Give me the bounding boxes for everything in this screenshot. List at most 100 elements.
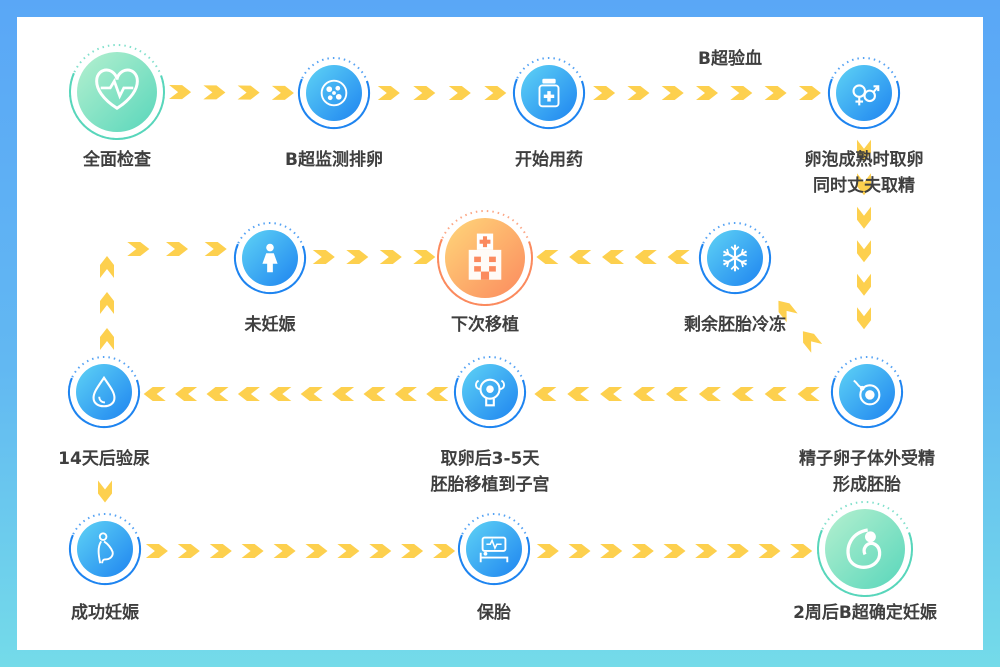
- step-label-line: 开始用药: [515, 150, 583, 170]
- chevron-arrow-2: [237, 85, 260, 100]
- chevron-arrow-63: [305, 544, 328, 558]
- step-label-line: 2周后B超确定妊娠: [793, 603, 937, 623]
- step-label-freeze-embryos: 剩余胚胎冷冻: [684, 312, 786, 338]
- chevron-arrow-33: [569, 250, 592, 264]
- chevron-arrow-1: [203, 85, 226, 100]
- step-node-retrieve-eggs-sperm: [828, 57, 900, 129]
- node-ring-dots: [828, 57, 900, 129]
- step-label-line: 取卵后3-5天: [440, 449, 540, 469]
- chevron-arrow-23: [127, 242, 150, 256]
- chevron-arrow-32: [602, 250, 624, 264]
- step-node-b-ultrasound-ovulation: [298, 57, 370, 129]
- chevron-arrow-44: [600, 387, 623, 401]
- chevron-arrow-18: [857, 240, 871, 263]
- chevron-arrow-20: [857, 307, 871, 330]
- node-circle: [466, 521, 522, 577]
- chevron-arrow-55: [175, 387, 198, 401]
- step-node-pregnancy-care: [458, 513, 530, 585]
- chevron-arrow-69: [568, 544, 591, 558]
- chevron-arrow-19: [857, 273, 871, 296]
- step-label-urine-test: 14天后验尿: [58, 446, 150, 472]
- chevron-arrow-5: [413, 86, 436, 100]
- chevron-arrow-14: [798, 86, 821, 100]
- chevron-arrow-76: [790, 544, 813, 558]
- chevron-arrow-26: [312, 250, 335, 264]
- chevron-arrow-39: [764, 387, 787, 401]
- chevron-arrow-47: [426, 387, 449, 401]
- step-label-next-transfer: 下次移植: [451, 312, 519, 338]
- chevron-arrow-75: [758, 544, 781, 558]
- step-node-next-transfer: [437, 210, 533, 306]
- node-ring: [298, 57, 370, 129]
- chevron-arrow-58: [145, 544, 168, 558]
- step-label-line: 全面检查: [83, 150, 151, 170]
- node-circle: [77, 521, 133, 577]
- pregnant-woman-icon: [97, 532, 114, 564]
- heart-pulse-icon: [95, 68, 139, 111]
- step-node-start-medication: [513, 57, 585, 129]
- follicle-icon: [320, 79, 348, 107]
- step-label-line: 形成胚胎: [833, 475, 901, 495]
- chevron-arrow-72: [663, 544, 686, 558]
- chevron-arrow-57: [98, 480, 112, 503]
- chevron-arrow-30: [667, 250, 690, 264]
- chevron-arrow-52: [269, 387, 292, 401]
- chevron-arrow-29: [413, 250, 436, 264]
- step-label-pregnancy-care: 保胎: [477, 600, 511, 626]
- chevron-arrow-15: [857, 139, 871, 162]
- step-node-freeze-embryos: [699, 222, 771, 294]
- medicine-bottle-icon: [538, 78, 560, 108]
- chevron-arrow-25: [204, 242, 227, 256]
- node-ring-dots: [69, 44, 165, 140]
- chevron-arrow-48: [394, 387, 417, 401]
- uterus-icon: [475, 378, 505, 407]
- chevron-arrow-36: [100, 292, 114, 314]
- chevron-arrow-11: [696, 86, 718, 100]
- flow-arrows: [68, 44, 913, 597]
- chevron-arrow-46: [534, 387, 557, 401]
- step-node-urine-test: [68, 356, 140, 428]
- woman-icon: [262, 243, 278, 273]
- step-node-full-check: [69, 44, 165, 140]
- step-label-confirm-pregnancy: 2周后B超确定妊娠: [793, 600, 937, 626]
- chevron-arrow-59: [177, 544, 200, 558]
- chevron-arrow-3: [271, 85, 294, 100]
- node-ring-dots: [513, 57, 585, 129]
- chevron-arrow-64: [337, 544, 360, 558]
- chevron-arrow-35: [100, 328, 114, 350]
- chevron-arrow-71: [631, 544, 654, 558]
- drop-icon: [92, 375, 116, 408]
- chevron-arrow-56: [143, 387, 166, 401]
- step-label-b-ultrasound-ovulation: B超监测排卵: [285, 147, 383, 173]
- chevron-arrow-40: [731, 387, 754, 401]
- step-label-not-pregnant: 未妊娠: [245, 312, 296, 338]
- step-label-start-medication: 开始用药: [515, 147, 583, 173]
- chevron-arrow-65: [369, 544, 392, 558]
- node-ring-dots: [699, 222, 771, 294]
- chevron-arrow-51: [300, 387, 323, 401]
- step-label-line: 胚胎移植到子宫: [430, 475, 550, 495]
- chevron-arrow-42: [666, 387, 688, 401]
- hospital-bed-icon: [479, 536, 509, 563]
- chevron-arrow-31: [634, 250, 657, 264]
- chevron-arrow-13: [764, 86, 787, 100]
- chevron-arrow-17: [857, 206, 871, 229]
- step-label-line: 未妊娠: [244, 315, 296, 335]
- step-node-not-pregnant: [234, 222, 306, 294]
- step-label-full-check: 全面检查: [83, 147, 151, 173]
- chevron-arrow-45: [567, 387, 590, 401]
- chevron-arrow-38: [797, 387, 820, 401]
- step-label-line: B超监测排卵: [285, 150, 383, 170]
- node-ring: [234, 222, 306, 294]
- chevron-arrow-70: [600, 544, 623, 558]
- chevron-arrow-53: [237, 387, 260, 401]
- chevron-arrow-4: [377, 86, 400, 100]
- chevron-arrow-50: [332, 387, 355, 401]
- step-label-line: 成功妊娠: [71, 603, 139, 623]
- chevron-arrow-73: [695, 544, 718, 558]
- step-label-line: 同时丈夫取精: [813, 176, 915, 196]
- chevron-arrow-12: [730, 86, 753, 100]
- chevron-arrow-7: [484, 86, 507, 100]
- node-ring-dots: [298, 57, 370, 129]
